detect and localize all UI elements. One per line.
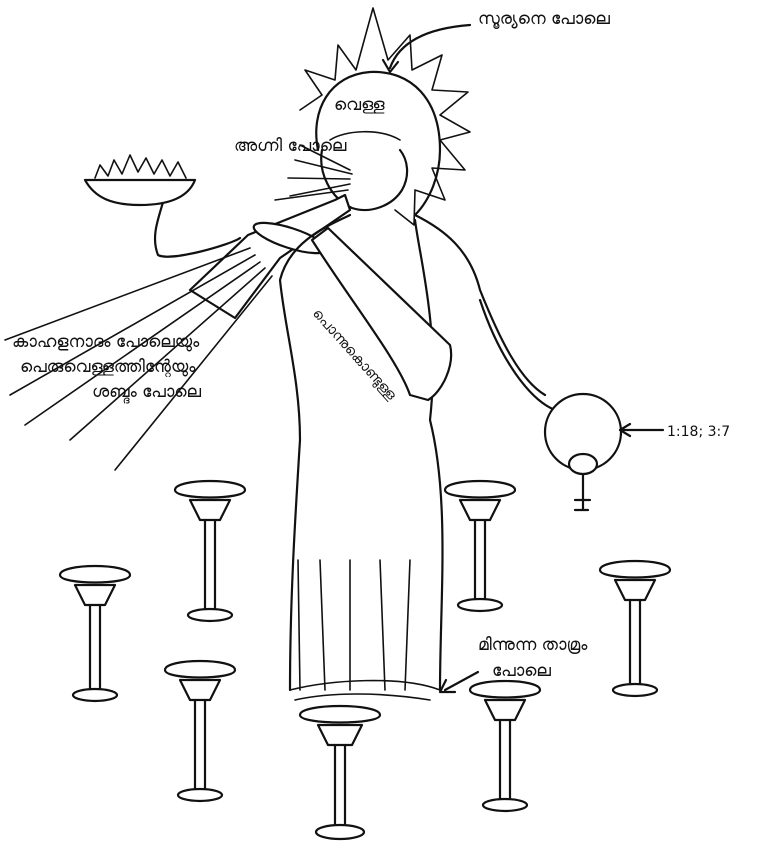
fire-bowl — [85, 180, 195, 205]
label-voice-line2: പെരുവെള്ളത്തിന്റേയും — [20, 356, 195, 378]
lampstand-1 — [175, 481, 245, 621]
lampstand-4 — [600, 561, 670, 696]
right-arm — [480, 300, 590, 410]
left-arm — [155, 195, 240, 257]
reference-arrow — [620, 424, 663, 436]
sun-arrow — [383, 25, 470, 72]
label-bronze-line1: മിന്നുന്ന താമ്രം — [478, 634, 587, 656]
bowl-flames — [95, 155, 186, 178]
label-voice-line1: കാഹളനാദം പോലെയും — [12, 331, 199, 353]
lampstand-7 — [300, 706, 380, 839]
label-voice-line3: ശബ്ദം പോലെ — [92, 381, 201, 403]
label-fire: അഗ്നി പോലെ — [234, 135, 346, 157]
lampstand-3 — [60, 566, 130, 701]
lampstand-6 — [470, 681, 540, 811]
label-reference: 1:18; 3:7 — [667, 421, 730, 443]
label-white: വെള്ള — [334, 94, 385, 116]
lampstand-2 — [445, 481, 515, 611]
label-sun: സൂര്യനെ പോലെ — [478, 8, 610, 30]
key — [575, 470, 590, 510]
robe-folds — [290, 560, 440, 700]
lampstand-5 — [165, 661, 235, 801]
label-bronze-line2: പോലെ — [492, 660, 551, 682]
robe — [280, 215, 545, 690]
